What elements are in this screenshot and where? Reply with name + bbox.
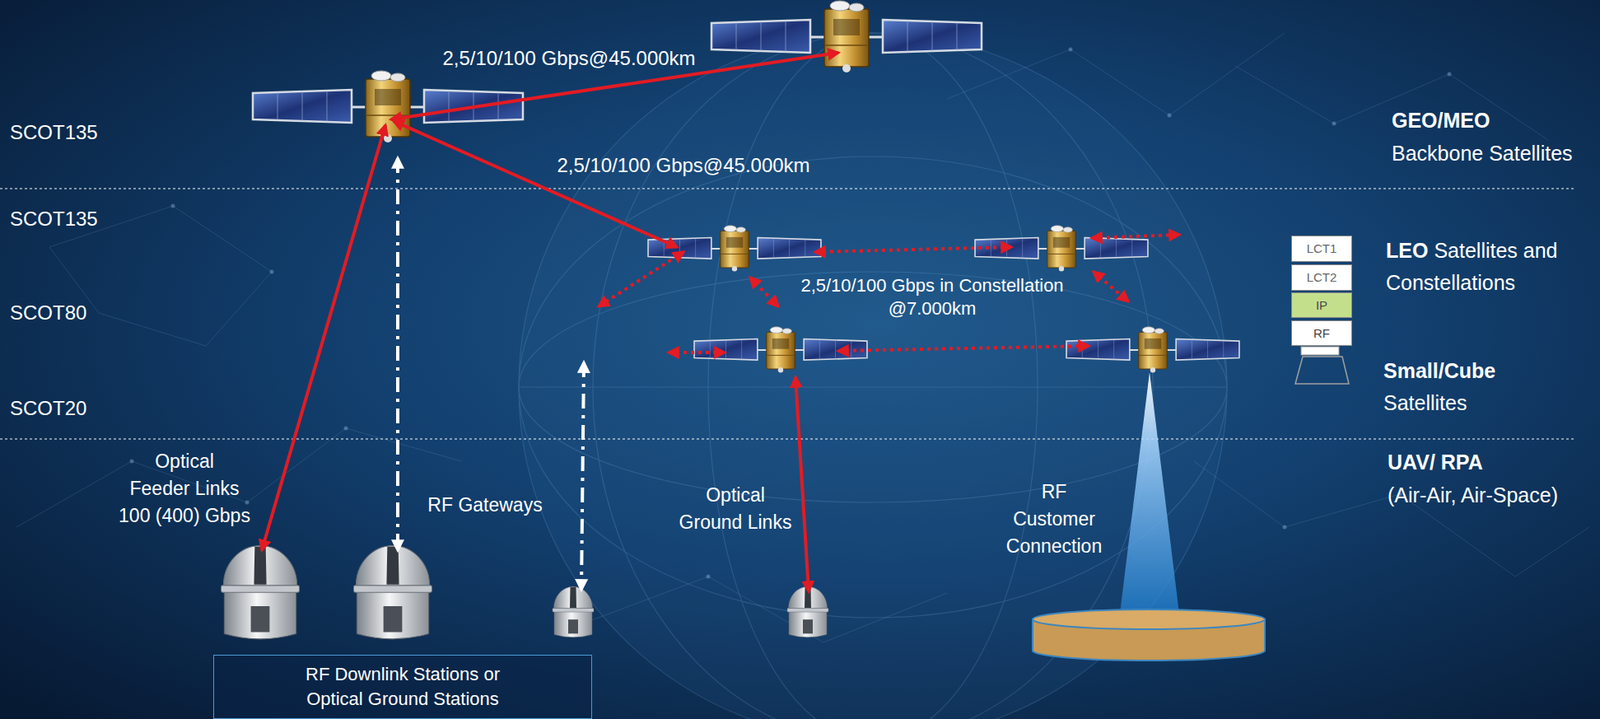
network-dots <box>130 47 1452 579</box>
optical-links <box>261 52 839 592</box>
protocol-layer-box: IP <box>1291 292 1353 318</box>
layer-name: LCT2 <box>1306 270 1338 285</box>
link-rate: 2,5/10/100 Gbps in Constellation @7.000k… <box>799 274 1066 321</box>
geo-satellite <box>711 0 982 73</box>
leo-satellite <box>648 225 821 272</box>
terminal-antenna <box>1295 346 1349 384</box>
ground-station <box>354 545 433 640</box>
tier-label: Satellites <box>1383 390 1467 416</box>
tier-title: UAV/ RPA <box>1387 449 1484 476</box>
layer-separator <box>0 187 1577 189</box>
box-text: RF Downlink Stations or Optical Ground S… <box>304 662 502 712</box>
tier-title: GEO/MEO <box>1391 107 1490 134</box>
rf-beam <box>1119 372 1180 614</box>
link-label: RF Gateways <box>427 493 542 518</box>
link-rate: 100 (400) Gbps <box>118 503 251 528</box>
layer-name: RF <box>1313 326 1330 341</box>
customer-platform <box>1032 609 1265 661</box>
layer-label: SCOT135 <box>9 206 98 232</box>
stations-box: RF Downlink Stations or Optical Ground S… <box>213 654 593 719</box>
ground-station <box>787 586 829 638</box>
network-texture <box>16 32 1590 643</box>
protocol-layer-box: LCT2 <box>1291 264 1353 291</box>
ground-station <box>552 586 594 638</box>
link-label: Optical Feeder Links <box>128 447 241 503</box>
tier-label: Satellites and Constellations <box>1385 234 1559 299</box>
tier-label: (Air-Air, Air-Space) <box>1387 482 1559 509</box>
protocol-layer-box: LCT1 <box>1291 235 1353 262</box>
link-rate: 2,5/10/100 Gbps@45.000km <box>442 46 696 71</box>
tier-label: Backbone Satellites <box>1391 140 1573 167</box>
layer-label: SCOT20 <box>9 396 87 421</box>
layer-name: IP <box>1315 298 1328 313</box>
layer-name: LCT1 <box>1306 241 1338 257</box>
link-rate: 2,5/10/100 Gbps@45.000km <box>556 153 810 178</box>
tier-title: Small/Cube <box>1383 358 1496 384</box>
small-satellite <box>1066 326 1240 374</box>
tier-title: LEO <box>1385 237 1428 264</box>
rf-links <box>397 158 584 590</box>
layer-separator <box>0 438 1577 439</box>
layer-label: SCOT135 <box>9 120 98 145</box>
constellation-links <box>598 234 1180 353</box>
link-label: Optical Ground Links <box>677 481 794 537</box>
ground-station <box>221 545 300 640</box>
link-label: RF Customer Connection <box>1004 478 1104 560</box>
layer-label: SCOT80 <box>9 300 87 326</box>
protocol-layer-box: RF <box>1291 320 1353 346</box>
